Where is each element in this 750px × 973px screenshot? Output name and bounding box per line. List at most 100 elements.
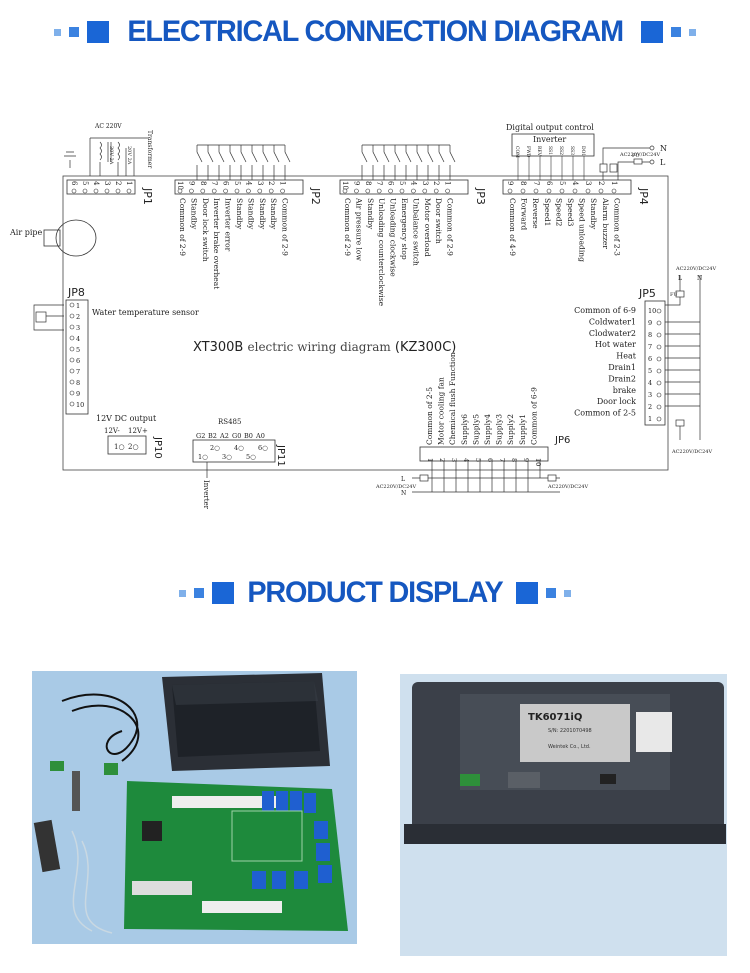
jp2-label: Standby <box>235 198 244 230</box>
jp4-fu: FU <box>632 153 640 159</box>
jp4-pin: 8 <box>519 181 527 185</box>
heading2-decoration-left <box>179 582 235 604</box>
v30a-label: 30V 2A <box>108 146 114 165</box>
switch-line <box>416 145 423 180</box>
jp5-pin: 8 <box>648 331 652 339</box>
jp10-connector <box>107 435 147 455</box>
jp8-pin-hole <box>69 335 75 341</box>
jp3-pin: 10 <box>341 181 349 190</box>
jp6-label: Supply5 <box>471 414 480 445</box>
jp5-pin: 3 <box>648 391 652 399</box>
jp3-pin-hole <box>422 188 428 194</box>
jp3-label: Standby <box>366 198 375 230</box>
jp4-pin-hole <box>507 188 513 194</box>
jp6-pin: 6 <box>486 458 494 462</box>
jp5-label: Drain2 <box>608 374 636 383</box>
jp5-fu: FU <box>670 292 678 298</box>
jp3-pin-hole <box>354 188 359 194</box>
board-outline <box>62 175 669 471</box>
jp3-label: Unloading counterclockwise <box>377 198 386 307</box>
jp4-pin-hole <box>520 188 526 194</box>
electrical-heading: ELECTRICAL CONNECTION DIAGRAM <box>127 15 624 48</box>
jp6-label: Supply3 <box>495 414 504 445</box>
jp2-pin-hole <box>246 188 251 194</box>
inverter-pin: DO1 <box>580 146 586 156</box>
jp3-pin: 9 <box>352 181 360 185</box>
jp1-pin: 4 <box>92 181 100 186</box>
jp4-label: Standby <box>589 198 598 230</box>
jp5-label: Heat <box>616 352 636 361</box>
jp4-label: Speed2 <box>554 198 563 227</box>
jp4-label: JP4 <box>637 187 650 205</box>
jp2-pin-hole <box>268 188 274 194</box>
switch-line <box>207 145 214 180</box>
inverter-pin: SS2 <box>558 146 564 155</box>
jp10-plus: 12V+ <box>128 427 148 435</box>
hmi-sn: S/N: 2201070498 <box>548 728 592 734</box>
jp2-label: Inverter error <box>224 198 233 252</box>
jp5-label: Common of 2-5 <box>574 409 636 418</box>
jp3-pin-hole <box>388 188 393 194</box>
jp4-pin: 6 <box>545 181 553 186</box>
jp4-pin-hole <box>533 188 539 194</box>
jp4-pin-hole <box>598 188 604 194</box>
jp11-pin-odd: 5○ <box>246 453 256 461</box>
jp5-pin: 6 <box>648 355 652 363</box>
jp11-pin-name: G0 <box>232 432 241 440</box>
jp4-pin: 3 <box>584 181 592 185</box>
jp11-pin-odd: 1○ <box>198 453 208 461</box>
jp6-n: N <box>401 490 406 497</box>
jp5-pin-hole <box>656 308 662 314</box>
jp2-pin: 8 <box>199 181 207 185</box>
jp4-pin: 7 <box>532 181 540 185</box>
jp3-pin: 8 <box>364 181 372 185</box>
jp8-pin-hole <box>69 357 75 363</box>
jp5-pin: 2 <box>648 403 652 411</box>
jp4-pin: 2 <box>597 181 605 185</box>
jp2-pin: 2 <box>267 181 275 185</box>
jp5-pin-hole <box>656 392 662 398</box>
jp6-pin: 4 <box>462 458 470 462</box>
jp8-pin: 2 <box>76 313 80 321</box>
jp6-label: Common of 2-5 <box>425 387 434 445</box>
jp5-ac-wiring <box>665 275 701 440</box>
jp4-pin: 4 <box>571 181 579 186</box>
jp5-pin-hole <box>656 368 662 374</box>
jp11-pin-name: G2 <box>196 432 205 440</box>
jp4-pin-hole <box>572 188 578 194</box>
jp3-pin-hole <box>365 188 371 194</box>
jp2-label: Standby <box>258 198 267 230</box>
jp8-pin-hole <box>69 346 75 352</box>
jp5-pin: 10 <box>648 307 656 315</box>
jp5-label: JP5 <box>638 287 656 300</box>
jp2-pin: 5 <box>233 181 241 185</box>
heading-decoration-left <box>53 21 109 43</box>
jp11-pin-odd: 3○ <box>222 453 232 461</box>
jp2-pin-hole <box>234 188 240 194</box>
jp10-minus: 12V- <box>104 427 120 435</box>
jp4-pin: 5 <box>558 181 566 185</box>
jp6-connector <box>419 446 549 462</box>
jp6-pin: 8 <box>510 458 518 462</box>
switch-line <box>449 145 456 180</box>
jp1-label: JP1 <box>141 187 154 205</box>
jp4-ac-wiring <box>599 145 655 180</box>
jp2-pin: 10 <box>176 181 184 190</box>
jp2-pin-hole <box>177 188 183 194</box>
hmi-back-icon <box>404 682 726 844</box>
jp11-inverter: Inverter <box>202 480 210 510</box>
jp4-pin: 1 <box>610 181 618 185</box>
jp5-label: Door lock <box>597 397 636 406</box>
jp8-pin: 3 <box>76 324 80 332</box>
jp5-label: brake <box>613 386 637 395</box>
controller-board-icon <box>124 781 348 931</box>
jp1-pin: 5 <box>81 181 89 185</box>
jp2-label: Door lock switch <box>201 198 210 262</box>
jp2-label: JP2 <box>309 187 322 205</box>
